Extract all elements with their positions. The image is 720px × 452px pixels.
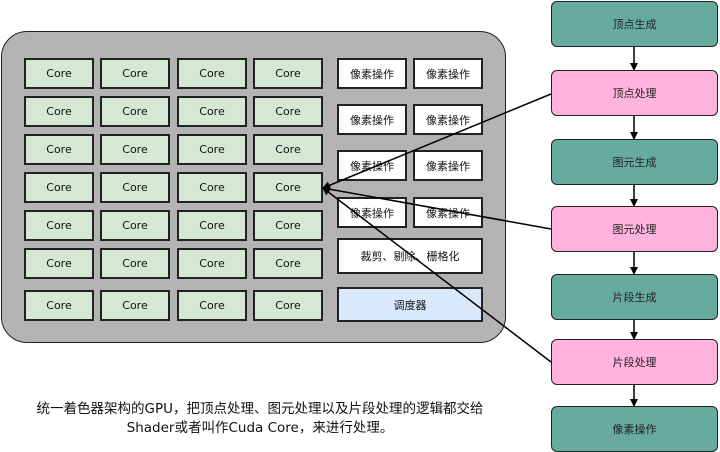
core-cell: Core bbox=[100, 58, 170, 89]
core-cell: Core bbox=[24, 210, 94, 241]
pipeline-stage: 顶点处理 bbox=[551, 70, 718, 116]
pixel-op-cell: 像素操作 bbox=[413, 58, 483, 89]
caption-line-1: 统一着色器架构的GPU，把顶点处理、图元处理以及片段处理的逻辑都交给 bbox=[36, 401, 484, 417]
pixel-op-cell: 像素操作 bbox=[337, 150, 407, 181]
pipeline-stage: 图元处理 bbox=[551, 206, 718, 252]
core-cell: Core bbox=[24, 96, 94, 127]
core-cell: Core bbox=[24, 248, 94, 279]
core-cell: Core bbox=[24, 290, 94, 321]
core-cell: Core bbox=[100, 96, 170, 127]
core-cell: Core bbox=[24, 172, 94, 203]
core-cell: Core bbox=[177, 248, 247, 279]
pipeline-stage: 顶点生成 bbox=[551, 1, 718, 47]
core-cell: Core bbox=[100, 248, 170, 279]
pixel-op-cell: 像素操作 bbox=[337, 197, 407, 228]
core-cell: Core bbox=[253, 248, 323, 279]
pixel-op-cell: 像素操作 bbox=[413, 197, 483, 228]
scheduler-label: 调度器 bbox=[393, 298, 427, 312]
core-cell: Core bbox=[100, 134, 170, 165]
core-cell: Core bbox=[253, 58, 323, 89]
pipeline-stage: 片段处理 bbox=[551, 339, 718, 385]
core-cell: Core bbox=[177, 210, 247, 241]
core-cell: Core bbox=[253, 172, 323, 203]
core-cell: Core bbox=[177, 58, 247, 89]
core-cell: Core bbox=[177, 290, 247, 321]
core-cell: Core bbox=[100, 210, 170, 241]
caption: 统一着色器架构的GPU，把顶点处理、图元处理以及片段处理的逻辑都交给 Shade… bbox=[0, 400, 520, 438]
core-cell: Core bbox=[253, 290, 323, 321]
scheduler: 调度器 bbox=[337, 287, 483, 322]
core-cell: Core bbox=[177, 134, 247, 165]
pipeline-stage: 图元生成 bbox=[551, 139, 718, 185]
core-cell: Core bbox=[177, 96, 247, 127]
pixel-op-cell: 像素操作 bbox=[413, 104, 483, 135]
pixel-op-cell: 像素操作 bbox=[413, 150, 483, 181]
core-cell: Core bbox=[177, 172, 247, 203]
caption-line-2: Shader或者叫作Cuda Core，来进行处理。 bbox=[126, 420, 394, 436]
pixel-op-cell: 像素操作 bbox=[337, 104, 407, 135]
core-cell: Core bbox=[253, 134, 323, 165]
raster-unit-label: 裁剪、剔除、栅格化 bbox=[360, 250, 460, 263]
pipeline-stage: 片段生成 bbox=[551, 274, 718, 320]
core-cell: Core bbox=[24, 58, 94, 89]
raster-unit: 裁剪、剔除、栅格化 bbox=[337, 238, 483, 274]
core-cell: Core bbox=[100, 172, 170, 203]
core-cell: Core bbox=[24, 134, 94, 165]
core-cell: Core bbox=[253, 210, 323, 241]
pixel-op-cell: 像素操作 bbox=[337, 58, 407, 89]
core-cell: Core bbox=[100, 290, 170, 321]
pipeline-stage: 像素操作 bbox=[551, 406, 718, 452]
core-cell: Core bbox=[253, 96, 323, 127]
